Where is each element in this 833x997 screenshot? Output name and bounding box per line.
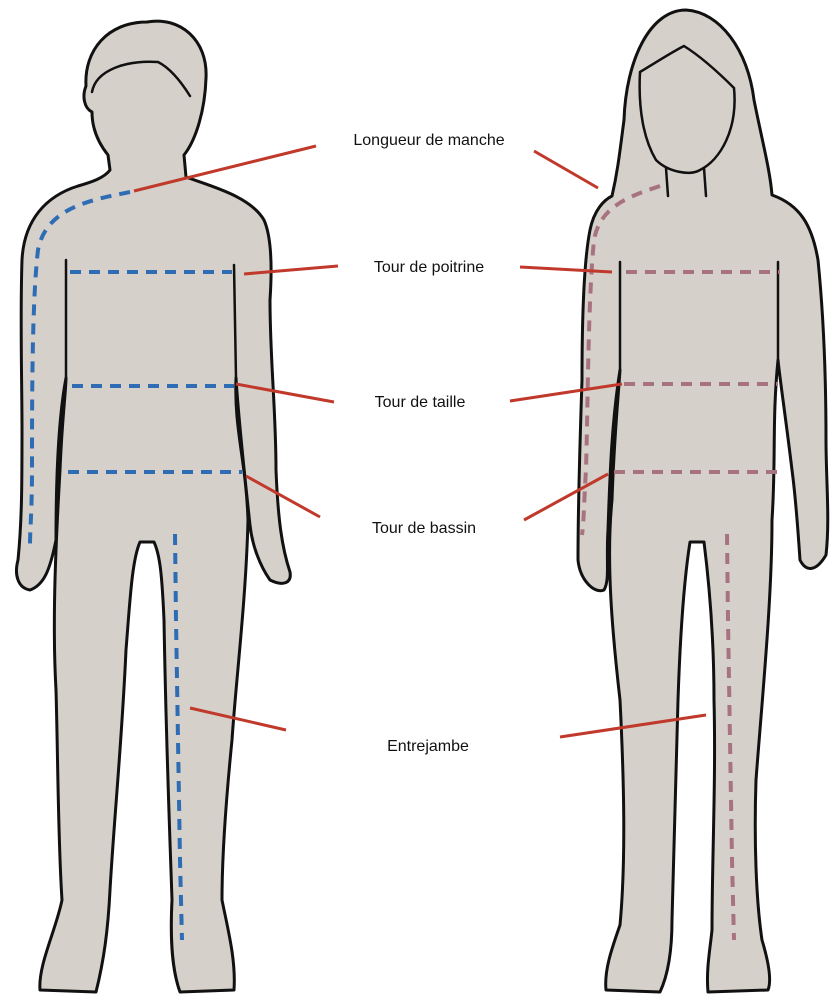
female-figure xyxy=(578,10,828,992)
male-body-outline xyxy=(17,21,291,992)
label-inseam: Entrejambe xyxy=(387,737,469,757)
label-sleeve-length: Longueur de manche xyxy=(353,131,504,151)
label-chest: Tour de poitrine xyxy=(374,258,484,278)
female-body-outline xyxy=(578,10,828,992)
male-figure xyxy=(17,21,291,992)
pointer-sleeve-right xyxy=(534,151,598,188)
label-waist: Tour de taille xyxy=(375,393,466,413)
label-hips: Tour de bassin xyxy=(372,519,476,539)
